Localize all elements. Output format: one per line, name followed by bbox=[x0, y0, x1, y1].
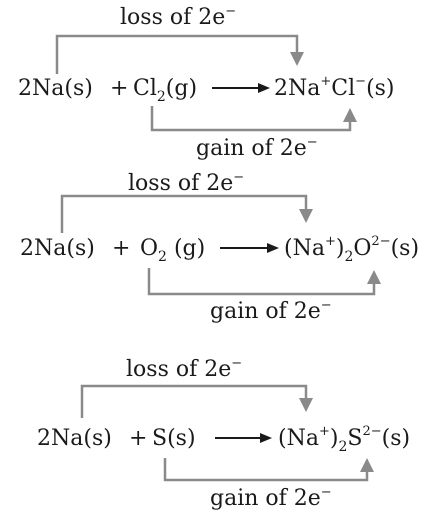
gain-arrowhead-3 bbox=[360, 458, 374, 472]
reactant-sodium-3: 2Na(s) bbox=[37, 426, 112, 451]
product-token: O bbox=[353, 236, 371, 261]
product-token: S bbox=[347, 426, 362, 451]
gain-bracket-3 bbox=[163, 458, 369, 482]
product-token: + bbox=[320, 74, 331, 89]
product-token: ) bbox=[330, 426, 339, 451]
reaction-arrowhead-2 bbox=[267, 243, 279, 253]
product-token: 2 bbox=[338, 439, 347, 455]
product-sodium-sulfide: (Na+)2S2−(s) bbox=[278, 424, 410, 455]
gain-label-2: gain of 2e− bbox=[210, 298, 332, 324]
plus-sign-2: + bbox=[112, 236, 130, 261]
reactant-sodium-1: 2Na(s) bbox=[18, 76, 93, 101]
product-token: 2− bbox=[371, 234, 390, 249]
loss-bracket-2 bbox=[60, 194, 308, 233]
reactant-sulfur: S(s) bbox=[152, 426, 196, 451]
loss-label-1: loss of 2e− bbox=[120, 4, 236, 30]
reaction-arrowhead-1 bbox=[258, 83, 270, 93]
reactant-sodium-2: 2Na(s) bbox=[20, 236, 95, 261]
gain-label-3: gain of 2e− bbox=[210, 485, 332, 511]
reaction-arrowhead-3 bbox=[260, 433, 272, 443]
product-token: (s) bbox=[366, 76, 394, 101]
product-sodium-chloride: 2Na+Cl−(s) bbox=[274, 74, 395, 101]
product-token: 2Na bbox=[274, 76, 320, 101]
gain-bracket-2 bbox=[147, 268, 376, 296]
plus-sign-3: + bbox=[129, 426, 147, 451]
loss-bracket-1 bbox=[55, 34, 299, 74]
gain-arrowhead-1 bbox=[343, 108, 357, 122]
product-token: − bbox=[355, 74, 366, 89]
gain-label-1: gain of 2e− bbox=[196, 135, 318, 161]
loss-arrowhead-3 bbox=[299, 398, 313, 412]
product-token: ) bbox=[336, 236, 345, 261]
reaction-3: loss of 2e− 2Na(s) + S(s) (Na+)2S2−(s) g… bbox=[37, 356, 410, 511]
loss-label-2: loss of 2e− bbox=[128, 170, 244, 196]
product-token: (s) bbox=[382, 426, 410, 451]
product-sodium-oxide: (Na+)2O2−(s) bbox=[284, 234, 419, 265]
product-token: + bbox=[325, 234, 336, 249]
reactant-oxygen: O2 (g) bbox=[140, 236, 205, 265]
product-token: (Na bbox=[278, 426, 319, 451]
gain-bracket-1 bbox=[150, 106, 352, 132]
reaction-2: loss of 2e− 2Na(s) + O2 (g) (Na+)2O2−(s)… bbox=[20, 170, 419, 324]
gain-arrowhead-2 bbox=[367, 270, 381, 284]
product-token: + bbox=[319, 424, 330, 439]
reaction-1: loss of 2e− 2Na(s) + Cl2(g) 2Na+Cl−(s) g… bbox=[18, 4, 395, 161]
plus-sign-1: + bbox=[110, 76, 128, 101]
reactant-chlorine: Cl2(g) bbox=[133, 76, 197, 105]
loss-label-3: loss of 2e− bbox=[126, 356, 242, 382]
loss-arrowhead-2 bbox=[299, 209, 313, 223]
product-token: 2 bbox=[344, 249, 353, 265]
product-token: (Na bbox=[284, 236, 325, 261]
loss-arrowhead-1 bbox=[290, 52, 304, 66]
loss-bracket-3 bbox=[80, 384, 308, 418]
product-token: 2− bbox=[362, 424, 381, 439]
product-token: (s) bbox=[391, 236, 419, 261]
product-token: Cl bbox=[331, 76, 355, 101]
